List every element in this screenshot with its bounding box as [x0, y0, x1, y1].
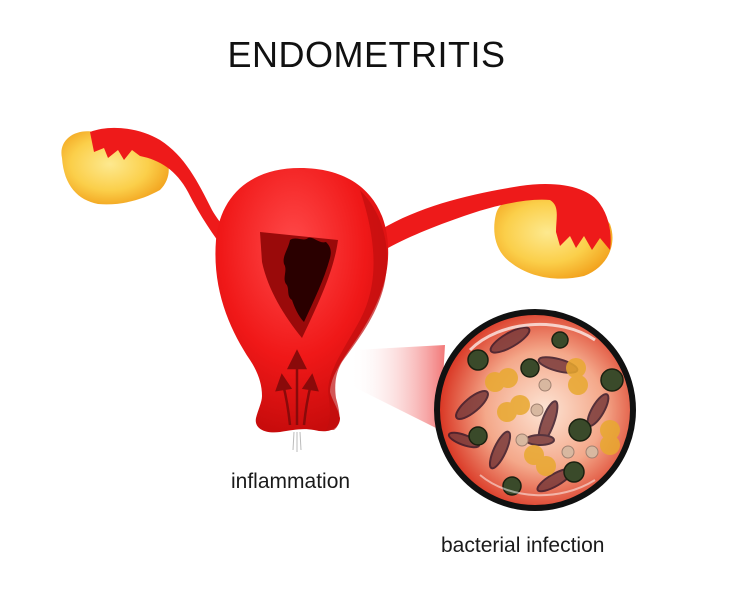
inflammation-arrows	[275, 349, 319, 426]
inflamed-cavity	[283, 237, 331, 322]
bacteria-cocci-dark	[467, 331, 624, 496]
magnified-bacteria-circle	[434, 309, 636, 511]
bacteria-rods	[447, 326, 610, 493]
bacteria-cocci-light	[515, 378, 599, 459]
uterus-shadow	[326, 190, 387, 430]
label-bacterial-infection: bacterial infection	[441, 534, 605, 557]
label-inflammation: inflammation	[231, 470, 351, 493]
right-fallopian-tube	[380, 184, 611, 250]
page-title: ENDOMETRITIS	[227, 34, 506, 75]
discharge-lines	[292, 431, 302, 452]
glass-highlight	[468, 322, 596, 352]
magnifier-beam	[350, 345, 445, 430]
bacteria-cocci-yellow	[485, 358, 620, 476]
